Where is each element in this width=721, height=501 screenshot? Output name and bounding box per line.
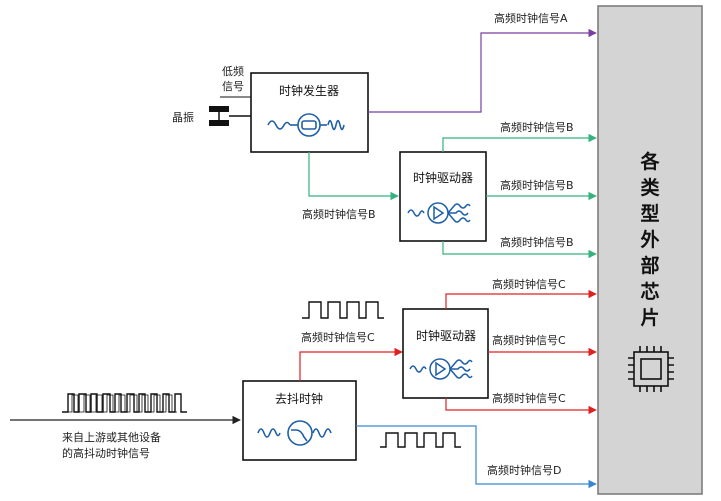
signal-a-line — [368, 28, 597, 113]
signal-b-label-3: 高频时钟信号B — [500, 235, 574, 249]
clock-driver-1-title: 时钟驱动器 — [413, 170, 473, 185]
chip-char-6: 片 — [640, 306, 659, 329]
crystal-oscillator: 晶振 低频 信号 — [172, 64, 251, 126]
signal-b-label-1: 高频时钟信号B — [500, 120, 574, 134]
external-chips-panel: 各 类 型 外 部 芯 片 — [597, 5, 703, 495]
chip-char-4: 部 — [640, 254, 659, 277]
signal-c-out-1 — [445, 289, 597, 309]
buffer-icon — [409, 358, 473, 380]
clean-waveform-2 — [380, 432, 461, 448]
low-freq-label-2: 信号 — [222, 80, 244, 93]
source-label-1: 来自上游或其他设备 — [62, 430, 161, 444]
signal-c-label-1: 高频时钟信号C — [492, 277, 566, 291]
clean-waveform-1 — [302, 301, 384, 319]
clock-driver-2-block: 时钟驱动器 — [402, 308, 489, 399]
signal-c-label-2: 高频时钟信号C — [492, 333, 566, 347]
chip-char-0: 各 — [639, 150, 660, 173]
clock-generator-block: 时钟发生器 — [250, 72, 369, 153]
jitter-cleaner-title: 去抖时钟 — [275, 391, 323, 406]
chip-icon — [628, 346, 674, 392]
cleaner-to-driver2-line — [299, 347, 403, 381]
chip-char-5: 芯 — [640, 280, 659, 303]
clock-driver-2-title: 时钟驱动器 — [416, 328, 476, 343]
chip-char-1: 类 — [640, 176, 659, 199]
buffer-icon — [407, 202, 471, 224]
signal-d-line — [356, 425, 597, 489]
signal-c-label-3: 高频时钟信号C — [492, 391, 566, 405]
low-freq-label-1: 低频 — [222, 64, 244, 78]
signal-c-label-input: 高频时钟信号C — [301, 330, 375, 344]
oscillator-icon — [267, 113, 345, 137]
jittery-input-waveform — [62, 393, 187, 413]
clock-driver-1-block: 时钟驱动器 — [399, 151, 487, 242]
signal-b-label-input: 高频时钟信号B — [302, 207, 376, 221]
generator-to-driver1-line — [308, 152, 399, 201]
chip-char-2: 型 — [640, 202, 659, 225]
filter-icon — [257, 420, 332, 446]
signal-b-label-2: 高频时钟信号B — [500, 178, 574, 192]
signal-c-out-3 — [445, 398, 597, 415]
signal-d-label: 高频时钟信号D — [487, 463, 561, 477]
chip-char-3: 外 — [640, 228, 659, 251]
signal-b-out-3 — [442, 241, 597, 259]
signal-a-label: 高频时钟信号A — [494, 11, 568, 25]
jitter-cleaner-block: 去抖时钟 — [242, 380, 357, 461]
clock-generator-title: 时钟发生器 — [279, 83, 339, 98]
crystal-label: 晶振 — [172, 110, 194, 124]
signal-b-out-1 — [442, 133, 597, 152]
source-label-2: 的高抖动时钟信号 — [62, 446, 150, 460]
